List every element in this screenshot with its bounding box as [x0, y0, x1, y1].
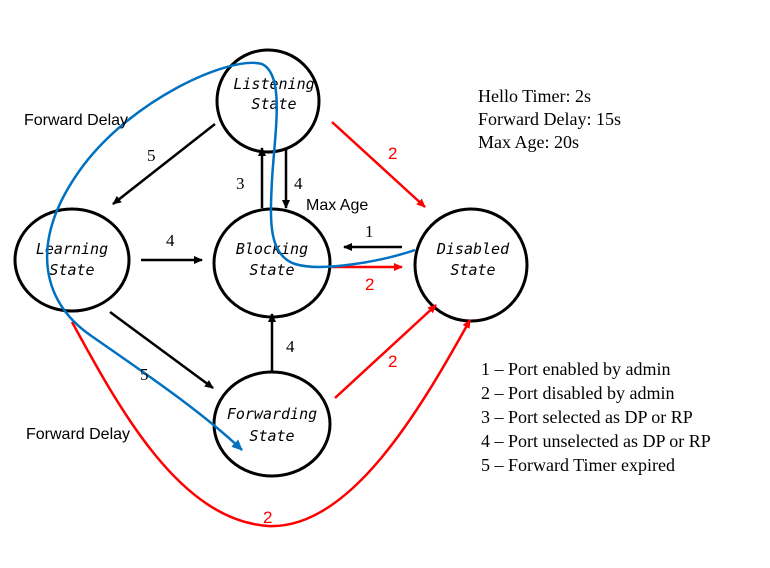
state-disabled: Disabled State: [413, 207, 529, 323]
transition-label-forwarding-disabled: 2: [388, 352, 397, 371]
state-disabled-label-1: Disabled: [436, 240, 510, 258]
state-disabled-label-2: State: [450, 261, 495, 279]
state-blocking-label-1: Blocking: [236, 240, 308, 258]
timer-hello: Hello Timer: 2s: [478, 86, 591, 106]
transition-label-learning-disabled: 2: [263, 508, 272, 527]
transition-label-learning-blocking: 4: [166, 231, 175, 250]
state-forwarding-circle: [212, 370, 332, 478]
annotation-max-age: Max Age: [306, 197, 368, 214]
transition-learning-to-disabled: [70, 319, 472, 528]
transition-label-blocking-listening: 3: [236, 174, 245, 193]
transition-label-listening-disabled: 2: [388, 144, 397, 163]
timer-max-age: Max Age: 20s: [478, 132, 579, 152]
timer-forward-delay: Forward Delay: 15s: [478, 109, 621, 129]
state-forwarding-label-1: Forwarding: [227, 405, 317, 423]
state-learning-circle: [13, 207, 131, 313]
annotation-forward-delay-top: Forward Delay: [24, 112, 128, 129]
state-blocking-label-2: State: [249, 261, 294, 279]
annotation-forward-delay-bottom: Forward Delay: [26, 426, 130, 443]
transition-forwarding-to-disabled: [334, 304, 437, 399]
state-listening: Listening State: [215, 48, 321, 154]
transition-label-disabled-blocking: 1: [365, 222, 374, 241]
state-learning: Learning State: [13, 207, 131, 313]
transition-label-learning-forwarding: 5: [140, 365, 149, 384]
transition-label-listening-learning: 5: [147, 146, 156, 165]
transition-learning-to-forwarding: [109, 310, 214, 390]
transition-label-blocking-disabled: 2: [365, 275, 374, 294]
transition-label-listening-blocking: 4: [294, 174, 303, 193]
transition-listening-to-learning: [112, 123, 216, 205]
legend-item-1: 1 – Port enabled by admin: [481, 359, 670, 379]
state-disabled-circle: [413, 207, 529, 323]
timer-path-blue: [45, 61, 416, 451]
state-listening-label-2: State: [251, 95, 296, 113]
state-forwarding-label-2: State: [249, 427, 294, 445]
state-blocking: Blocking State: [212, 207, 332, 319]
state-learning-label-2: State: [49, 261, 94, 279]
legend-item-2: 2 – Port disabled by admin: [481, 383, 674, 403]
state-forwarding: Forwarding State: [212, 370, 332, 478]
timer-info: Hello Timer: 2s Forward Delay: 15s Max A…: [478, 86, 621, 152]
legend-item-3: 3 – Port selected as DP or RP: [481, 407, 693, 427]
transition-listening-to-disabled: [331, 121, 426, 208]
legend-item-5: 5 – Forward Timer expired: [481, 455, 675, 475]
transition-label-forwarding-blocking: 4: [286, 337, 295, 356]
legend-item-4: 4 – Port unselected as DP or RP: [481, 431, 711, 451]
state-learning-label-1: Learning: [36, 240, 108, 258]
state-listening-circle: [215, 48, 321, 154]
legend: 1 – Port enabled by admin 2 – Port disab…: [481, 359, 711, 475]
